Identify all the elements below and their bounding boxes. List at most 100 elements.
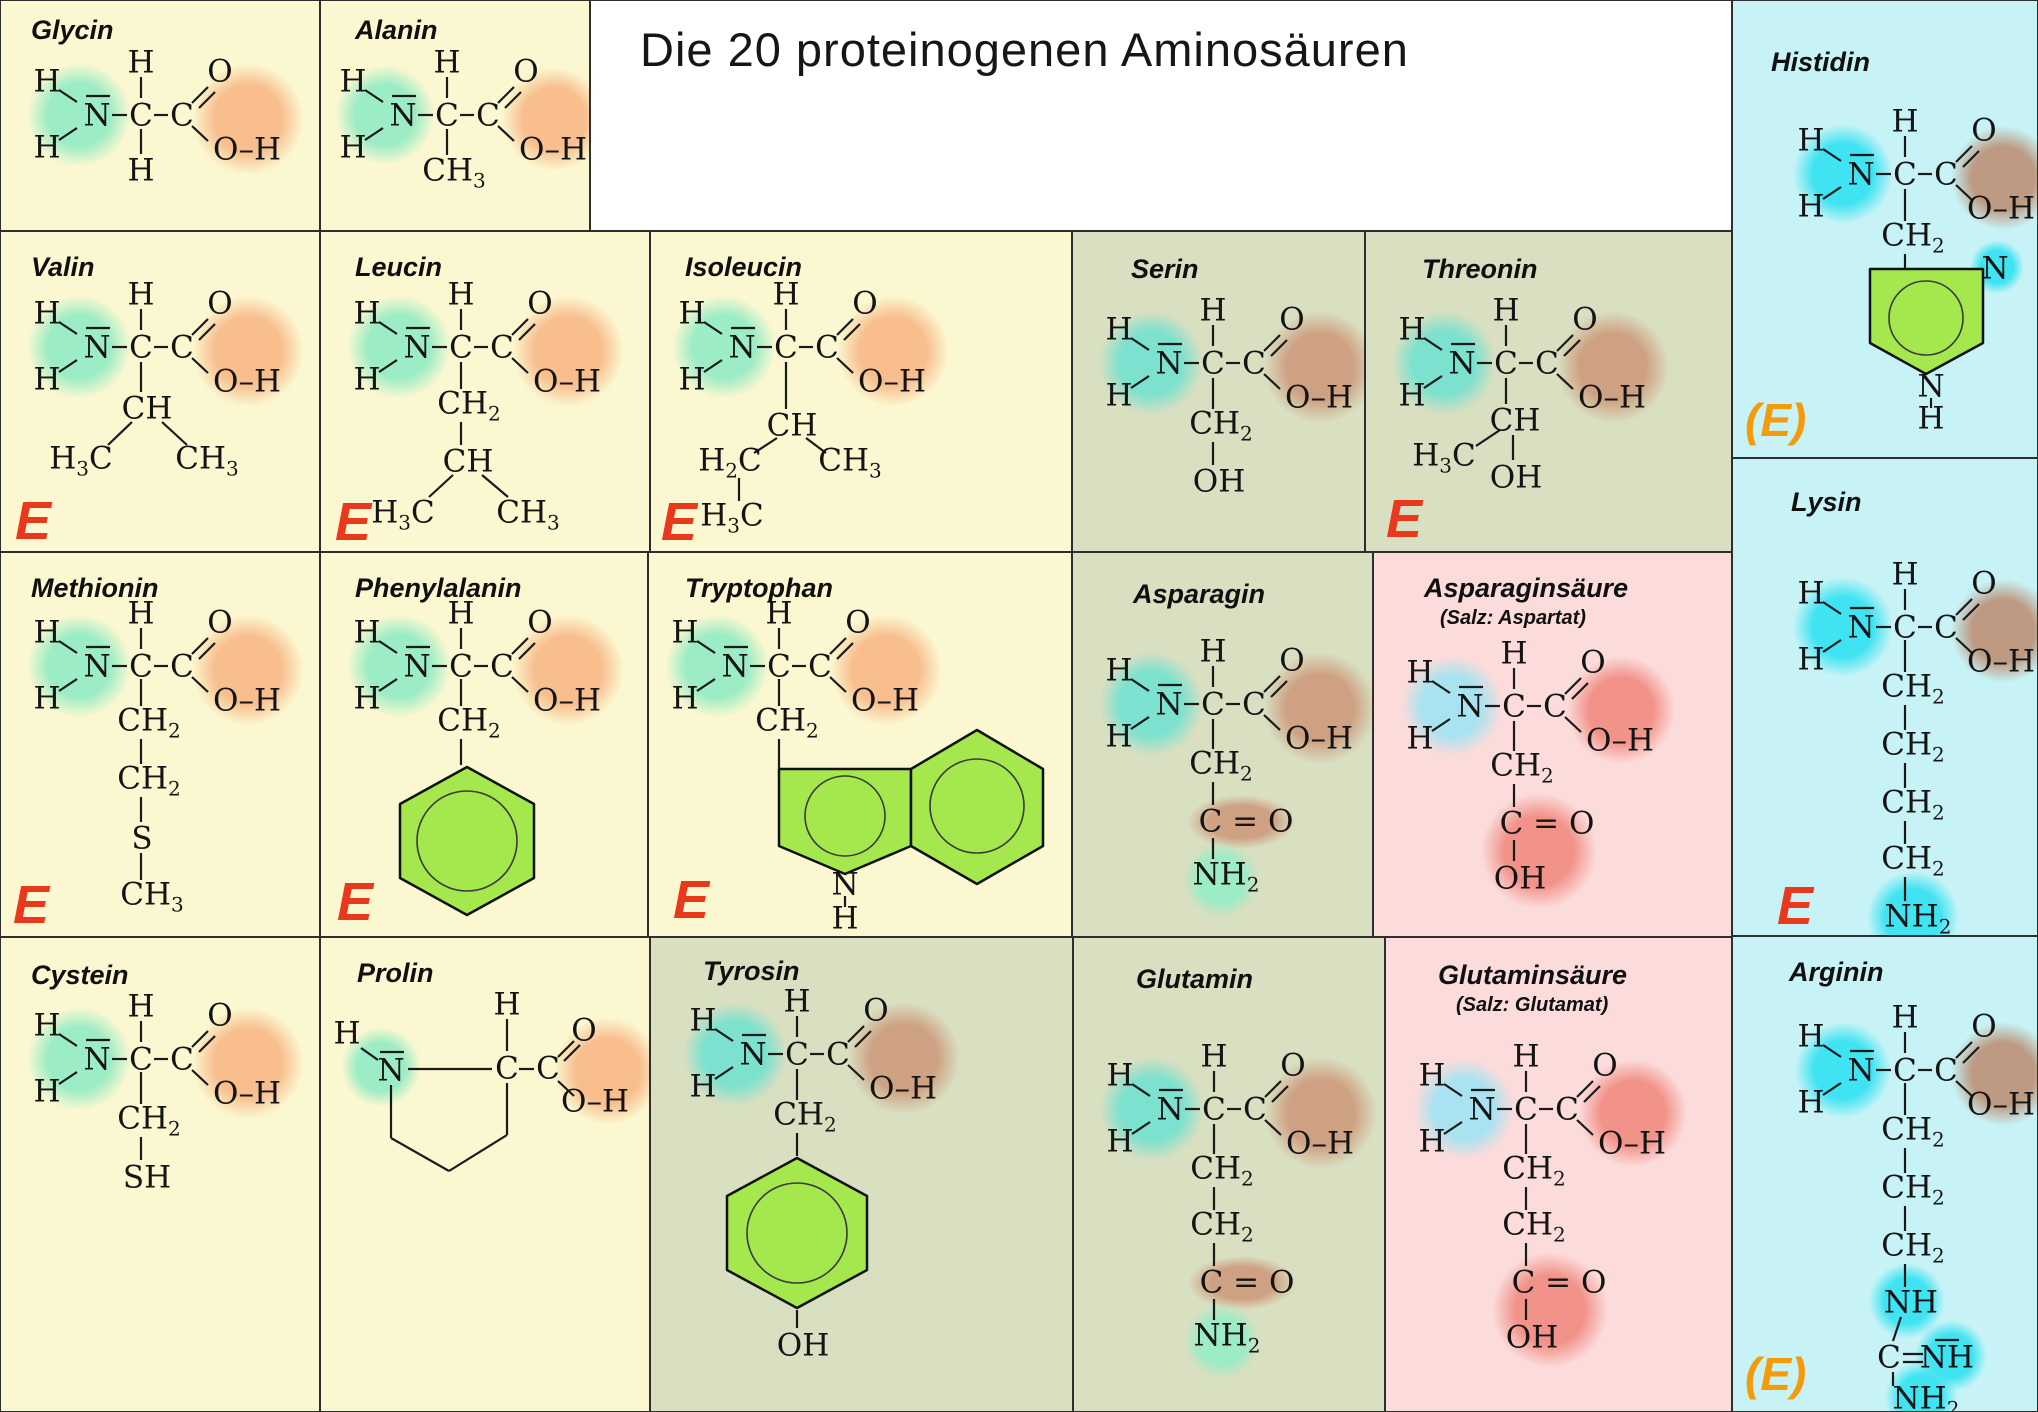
atom-label: H3C (700, 497, 764, 538)
atom-label: C (1502, 688, 1526, 725)
atom-label: O–H (851, 682, 919, 719)
bond-line (107, 421, 133, 446)
atom-label: O (1279, 301, 1305, 338)
atom-label: H (339, 63, 367, 100)
atom-label: O (207, 285, 233, 322)
bond-line (805, 437, 827, 454)
atom-label: OH (1192, 463, 1246, 500)
atom-label: C (1201, 686, 1225, 723)
atom-label: H (783, 983, 811, 1020)
atom-label: N (83, 329, 111, 366)
atom-label: C (1242, 686, 1266, 723)
atom-label: H (1199, 292, 1227, 329)
atom-label: H (447, 276, 475, 313)
bond-line (378, 321, 398, 335)
atom-label: N (739, 1036, 767, 1073)
amino-acid-name: Histidin (1771, 47, 1870, 77)
essential-marker: E (15, 491, 52, 551)
bond-line (836, 357, 854, 374)
structure-svg (1443, 1071, 1601, 1320)
atom-label: C (490, 648, 514, 685)
atom-label: H (689, 1002, 717, 1039)
atom-label: CH2 (773, 1096, 837, 1137)
atom-label: C (1934, 609, 1958, 646)
atom-label: CH2 (1881, 840, 1945, 881)
atom-label: H (1105, 311, 1133, 348)
atom-label: C (129, 648, 153, 685)
atom-label: H (353, 680, 381, 717)
bond-line (191, 676, 209, 693)
atom-label: O–H (1967, 1086, 2035, 1123)
essential-marker: E (1777, 876, 1814, 936)
atom-label: O–H (213, 1075, 281, 1112)
bond-line (511, 357, 529, 374)
bond-line (511, 676, 529, 693)
atom-label: H (1398, 311, 1426, 348)
atom-label: H (33, 1007, 61, 1044)
bond-line (518, 323, 536, 341)
atom-label: C (1202, 1091, 1226, 1128)
atom-label: H (1917, 400, 1945, 437)
atom-label: N (831, 866, 859, 903)
atom-label: C (170, 97, 194, 134)
bond-line (1271, 1085, 1289, 1103)
atom-label: NH (1919, 1339, 1975, 1376)
highlight-blob (848, 1002, 960, 1114)
atom-label: H (671, 614, 699, 651)
atom-label: OH (776, 1327, 830, 1364)
highlight-blob (1492, 1252, 1608, 1368)
atom-label: H (1891, 556, 1919, 593)
ring-shape (1868, 267, 1985, 376)
atom-label: O (1971, 565, 1997, 602)
amino-acid-name: Cystein (31, 960, 129, 990)
atom-label: C (170, 648, 194, 685)
bond-line (843, 323, 861, 341)
atom-label: C (1543, 688, 1567, 725)
atom-label: H (339, 129, 367, 166)
structure-svg (1130, 325, 1288, 465)
essential-marker: E (661, 492, 698, 552)
bond-line (191, 1030, 209, 1048)
bond-line (390, 1137, 450, 1172)
atom-label: CH2 (1490, 747, 1554, 788)
structure-svg (1822, 136, 1985, 408)
ring-inner-circle (804, 775, 886, 857)
bond-line (1263, 373, 1281, 390)
atom-label: H (831, 900, 859, 937)
bond-line (557, 1040, 575, 1058)
atom-label: O–H (519, 131, 587, 168)
atom-label: H (1797, 575, 1825, 612)
atom-label: CH2 (1502, 1150, 1566, 1191)
structure-svg (58, 309, 216, 446)
atom-label: N (1156, 1091, 1184, 1128)
bond-line (753, 437, 778, 454)
structure-svg (58, 628, 216, 880)
bond-line (58, 127, 78, 141)
atom-label: H (127, 988, 155, 1025)
bond-line (1576, 1119, 1594, 1136)
structure-svg (378, 628, 536, 917)
bond-line (1822, 639, 1842, 653)
bond-line (1822, 601, 1842, 615)
atom-label: H (1105, 718, 1133, 755)
structure-svg (58, 1021, 216, 1160)
structure-svg (364, 77, 522, 155)
atom-label: H (1105, 652, 1133, 689)
amino-acid-name: Serin (1131, 254, 1199, 284)
bond-line (1264, 1080, 1282, 1098)
atom-label: H (1797, 1018, 1825, 1055)
bond-line (703, 321, 723, 335)
bond-line (448, 1134, 508, 1172)
atom-label: O (571, 1012, 597, 1049)
bond-line (1955, 145, 1973, 163)
atom-label: O (1280, 1047, 1306, 1084)
atom-label: H (1418, 1057, 1446, 1094)
atom-label: C (495, 1050, 519, 1087)
atom-label: CH3 (120, 876, 184, 917)
atom-label: N (1847, 1052, 1875, 1089)
